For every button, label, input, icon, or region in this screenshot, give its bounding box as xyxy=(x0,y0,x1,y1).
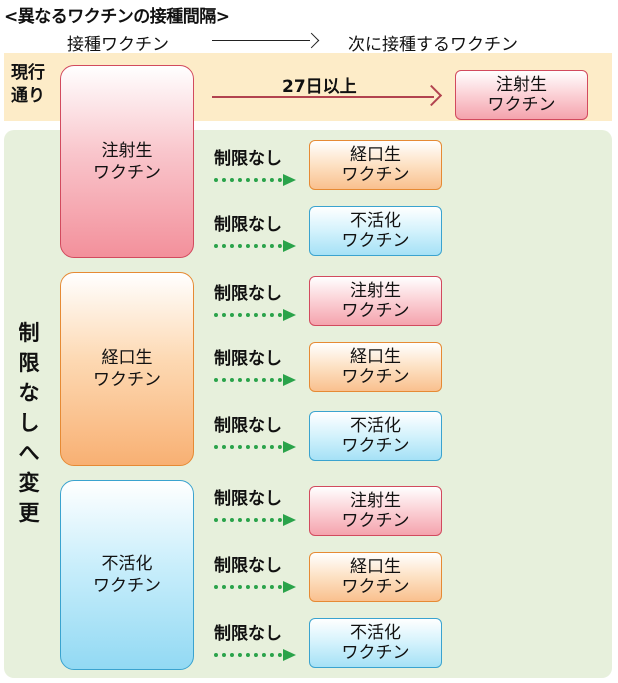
dotted-arrow xyxy=(214,374,298,386)
no-limit-arrow: 制限なし xyxy=(214,214,298,252)
current-interval-label: 27日以上 xyxy=(282,77,357,97)
dotted-arrow xyxy=(214,649,298,661)
dotted-arrow xyxy=(214,581,298,593)
target-vaccine: 不活化 ワクチン xyxy=(309,618,442,668)
dotted-arrow xyxy=(214,441,298,453)
vaccine-name: 経口生 ワクチン xyxy=(341,145,410,185)
source-vaccine-oral-live: 経口生 ワクチン xyxy=(60,272,194,466)
dotted-arrow xyxy=(214,514,298,526)
dotted-arrow xyxy=(214,309,298,321)
target-vaccine: 不活化 ワクチン xyxy=(309,206,442,256)
no-limit-label: 制限なし xyxy=(214,215,282,235)
vaccine-name: 不活化 ワクチン xyxy=(341,416,410,456)
page-title: <異なるワクチンの接種間隔> xyxy=(4,7,230,27)
no-limit-label: 制限なし xyxy=(214,149,282,169)
header-arrow-head xyxy=(303,32,320,49)
vaccine-name: 注射生 ワクチン xyxy=(341,281,410,321)
target-vaccine: 注射生 ワクチン xyxy=(309,486,442,536)
no-limit-arrow: 制限なし xyxy=(214,148,298,186)
no-limit-arrow: 制限なし xyxy=(214,415,298,453)
target-vaccine: 経口生 ワクチン xyxy=(309,342,442,392)
header-arrow xyxy=(212,40,310,41)
vaccine-name: 注射生 ワクチン xyxy=(341,491,410,531)
no-limit-arrow: 制限なし xyxy=(214,623,298,661)
header-source-label: 接種ワクチン xyxy=(67,35,169,55)
current-target-vaccine: 注射生 ワクチン xyxy=(455,70,588,120)
no-limit-label: 制限なし xyxy=(214,489,282,509)
no-limit-label: 制限なし xyxy=(214,556,282,576)
header-target-label: 次に接種するワクチン xyxy=(348,35,518,55)
target-vaccine: 不活化 ワクチン xyxy=(309,411,442,461)
vaccine-name: 注射生 ワクチン xyxy=(93,140,161,183)
changed-rule-label: 制 限 な し へ 変 更 xyxy=(18,321,40,525)
source-vaccine-injected-live: 注射生 ワクチン xyxy=(60,65,194,258)
vaccine-name: 不活化 ワクチン xyxy=(93,554,161,596)
current-interval-arrow xyxy=(212,96,434,98)
no-limit-arrow: 制限なし xyxy=(214,555,298,593)
current-rule-label: 現行通り xyxy=(11,63,45,106)
no-limit-label: 制限なし xyxy=(214,416,282,436)
target-vaccine: 注射生 ワクチン xyxy=(309,276,442,326)
dotted-arrow xyxy=(214,240,298,252)
vaccine-name: 経口生 ワクチン xyxy=(93,348,161,390)
vaccine-name: 経口生 ワクチン xyxy=(341,347,410,387)
target-vaccine: 経口生 ワクチン xyxy=(309,552,442,602)
no-limit-arrow: 制限なし xyxy=(214,348,298,386)
vaccine-name: 不活化 ワクチン xyxy=(341,211,410,251)
target-vaccine: 経口生 ワクチン xyxy=(309,140,442,190)
no-limit-label: 制限なし xyxy=(214,349,282,369)
no-limit-arrow: 制限なし xyxy=(214,283,298,321)
no-limit-label: 制限なし xyxy=(214,624,282,644)
vaccine-name: 経口生 ワクチン xyxy=(341,557,410,597)
dotted-arrow xyxy=(214,174,298,186)
vaccine-name: 注射生 ワクチン xyxy=(487,75,556,115)
no-limit-arrow: 制限なし xyxy=(214,488,298,526)
source-vaccine-inactivated: 不活化 ワクチン xyxy=(60,480,194,670)
vaccine-name: 不活化 ワクチン xyxy=(341,623,410,663)
no-limit-label: 制限なし xyxy=(214,284,282,304)
